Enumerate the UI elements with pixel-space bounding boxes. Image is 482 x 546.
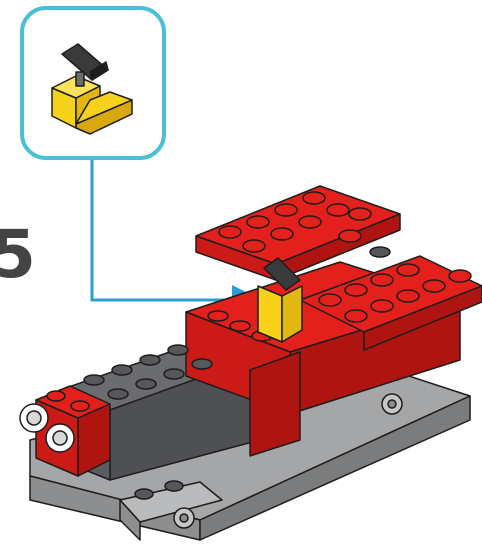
step-number: 5 — [0, 222, 36, 288]
part-callout — [22, 8, 164, 158]
lego-locomotive — [20, 186, 482, 540]
